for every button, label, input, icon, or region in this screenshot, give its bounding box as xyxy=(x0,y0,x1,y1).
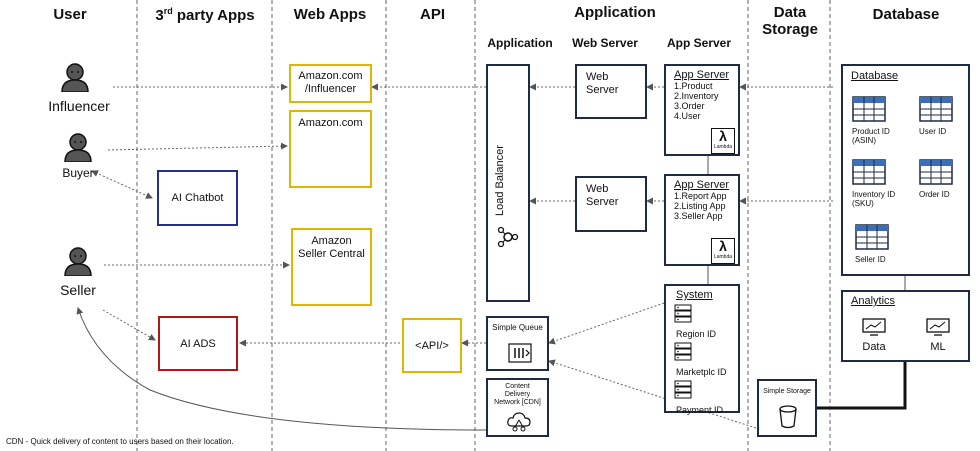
system-title: System xyxy=(676,289,713,301)
server-icon xyxy=(674,304,692,323)
subcolumn-app-server: App Server xyxy=(666,36,732,50)
queue-icon xyxy=(508,343,532,363)
api-box: <API/> xyxy=(402,318,462,373)
table-icon xyxy=(852,96,886,122)
chart-monitor-icon xyxy=(862,318,886,336)
subcolumn-web-server: Web Server xyxy=(572,36,638,50)
app-server-1-items: 1.Product 2.Inventory 3.Order 4.User xyxy=(674,81,719,121)
amazon-com-label: Amazon.com xyxy=(298,117,363,129)
seller-person-icon xyxy=(64,247,92,276)
simple-storage-box: Simple Storage xyxy=(757,379,817,437)
system-item-region: Region ID xyxy=(674,304,716,339)
analytics-ml: ML xyxy=(921,318,955,353)
column-api: API xyxy=(419,6,445,23)
lambda-icon-1: λ Lambda xyxy=(711,128,735,154)
table-icon xyxy=(852,159,886,185)
cdn-box: Content Delivery Network [CDN] xyxy=(486,378,549,437)
cdn-label: Content Delivery Network [CDN] xyxy=(494,383,541,406)
server-icon xyxy=(674,380,692,399)
subcolumn-application: Application xyxy=(487,36,553,50)
buyer-label: Buyer xyxy=(62,166,94,180)
storage-analytics-link xyxy=(817,362,907,410)
column-web-apps: Web Apps xyxy=(293,6,367,23)
column-third-party-apps: 3rd party Apps xyxy=(155,6,255,24)
influencer-label: Influencer xyxy=(48,98,110,114)
analytics-title: Analytics xyxy=(851,295,896,307)
seller-central-box: Amazon Seller Central xyxy=(291,228,372,306)
amazon-influencer-box: Amazon.com /Influencer xyxy=(289,64,372,103)
web-server-2-box: Web Server xyxy=(575,176,647,232)
database-box: Database Product ID (ASIN) User ID Inven… xyxy=(841,64,970,276)
system-item-marketplace: Marketplc ID xyxy=(674,342,727,377)
analytics-box: Analytics Data ML xyxy=(841,290,970,362)
footnote: CDN - Quick delivery of content to users… xyxy=(6,437,234,446)
web-server-2-line2: Server xyxy=(586,196,619,208)
solid-links xyxy=(76,156,906,431)
system-item-payment: Payment ID xyxy=(674,380,723,415)
column-database: Database xyxy=(872,6,940,23)
chart-monitor-icon xyxy=(926,318,950,336)
web-server-1-line2: Server xyxy=(586,84,619,96)
simple-storage-label: Simple Storage xyxy=(763,388,811,395)
table-icon xyxy=(919,96,953,122)
server-icon xyxy=(674,342,692,361)
amazon-influencer-line2: /Influencer xyxy=(304,83,357,95)
app-server-2-box: App Server 1.Report App 2.Listing App 3.… xyxy=(664,174,740,266)
app-server-1-title: App Server xyxy=(674,69,730,81)
bucket-icon xyxy=(779,405,797,429)
web-server-2-line1: Web xyxy=(586,183,609,195)
db-table-user: User ID xyxy=(919,96,963,136)
app-server-2-title: App Server xyxy=(674,179,730,191)
buyer-person-icon xyxy=(64,133,92,162)
app-server-1-box: App Server 1.Product 2.Inventory 3.Order… xyxy=(664,64,740,156)
analytics-data: Data xyxy=(857,318,891,353)
column-dividers xyxy=(136,0,831,451)
table-icon xyxy=(855,224,889,250)
column-application: Application xyxy=(574,4,656,21)
simple-queue-box: Simple Queue xyxy=(486,316,549,371)
app-server-2-items: 1.Report App 2.Listing App 3.Seller App xyxy=(674,191,727,221)
amazon-influencer-line1: Amazon.com xyxy=(298,70,363,82)
web-server-1-line1: Web xyxy=(586,71,609,83)
amazon-com-box: Amazon.com xyxy=(289,110,372,188)
cdn-cloud-icon xyxy=(507,412,531,432)
seller-label: Seller xyxy=(60,282,96,298)
influencer-person-icon xyxy=(61,63,89,92)
ai-ads-box: AI ADS xyxy=(158,316,238,371)
database-title: Database xyxy=(851,70,899,82)
ai-chatbot-box: AI Chatbot xyxy=(157,170,238,226)
db-table-product: Product ID (ASIN) xyxy=(852,96,914,145)
system-box: System Region ID Marketplc ID Payment ID xyxy=(664,284,740,415)
web-server-1-box: Web Server xyxy=(575,64,647,119)
db-table-order: Order ID xyxy=(919,159,963,199)
seller-central-line2: Seller Central xyxy=(298,248,365,260)
load-balancer-label: Load Balancer xyxy=(494,145,506,216)
lambda-icon-2: λ Lambda xyxy=(711,238,735,264)
column-user: User xyxy=(53,6,87,23)
db-table-inventory: Inventory ID (SKU) xyxy=(852,159,914,208)
load-balancer-box: Load Balancer xyxy=(486,64,530,302)
load-balancer-icon xyxy=(497,226,519,248)
flow-arrows xyxy=(91,83,833,429)
db-table-seller: Seller ID xyxy=(855,224,915,264)
seller-central-line1: Amazon xyxy=(311,235,352,247)
table-icon xyxy=(919,159,953,185)
simple-queue-label: Simple Queue xyxy=(492,323,543,332)
